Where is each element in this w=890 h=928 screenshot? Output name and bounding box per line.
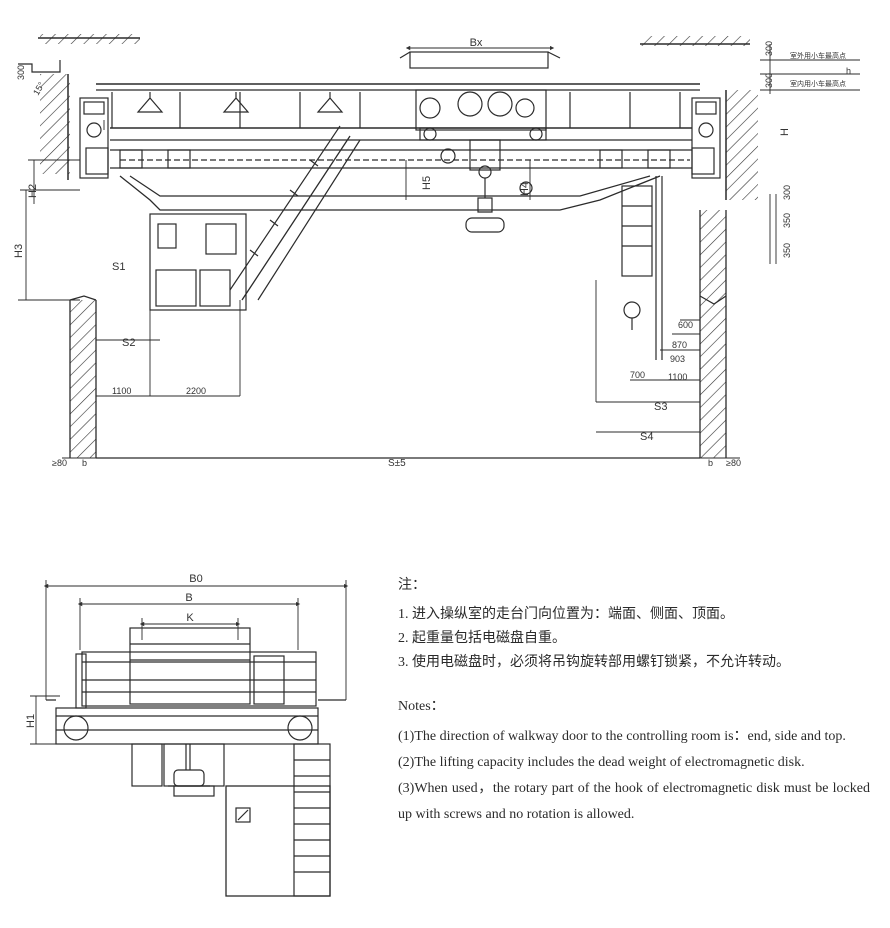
- ladder: [621, 176, 663, 360]
- dim-k: K: [186, 612, 194, 624]
- dim-h4: H4: [519, 182, 531, 196]
- dim-b-right: b: [708, 458, 713, 468]
- front-elevation: Bx H2 H3 H5 H4 H S1 S2 S3 S4 1100 2200 6…: [13, 34, 860, 469]
- dim-s1: S1: [112, 261, 125, 273]
- dim-300-top-left: 300: [16, 65, 26, 80]
- building-walls: [18, 34, 758, 458]
- dim-1100-right: 1100: [668, 372, 687, 382]
- dim-300-top-b: 300: [764, 73, 774, 88]
- dim-h: H: [779, 128, 791, 136]
- dim-s4: S4: [640, 431, 653, 443]
- main-girder: [96, 83, 700, 211]
- dim-350-a: 350: [782, 213, 792, 228]
- dimension-labels: Bx H2 H3 H5 H4 H S1 S2 S3 S4 1100 2200 6…: [13, 37, 851, 469]
- ceiling-lamps: [136, 92, 344, 113]
- dim-300-top-a: 300: [764, 41, 774, 56]
- note-zh-2: 2. 起重量包括电磁盘自重。: [398, 631, 566, 646]
- end-carriages: [79, 97, 721, 179]
- note-en-3: (3)When used，the rotary part of the hook…: [398, 781, 870, 822]
- dim-ge80-right: ≥80: [726, 458, 741, 468]
- dim-s3: S3: [654, 401, 667, 413]
- dim-b-left: b: [82, 458, 87, 468]
- side-structure: [46, 627, 346, 897]
- side-dimension-labels: B0 B K H1: [25, 573, 203, 728]
- notes-title-zh: 注：: [398, 578, 426, 593]
- dim-h5: H5: [421, 176, 433, 190]
- notes-title-en: Notes：: [398, 699, 445, 714]
- operator-cab: [149, 125, 361, 311]
- note-en-1: (1)The direction of walkway door to the …: [398, 729, 846, 744]
- note-en-2: (2)The lifting capacity includes the dea…: [398, 755, 805, 770]
- dim-b: B: [185, 592, 192, 604]
- dim-870: 870: [672, 340, 687, 350]
- dim-h1: H1: [25, 714, 37, 728]
- dim-300-right: 300: [782, 185, 792, 200]
- note-zh-3: 3. 使用电磁盘时，必须将吊钩旋转部用螺钉锁紧，不允许转动。: [398, 655, 790, 670]
- dim-903: 903: [670, 354, 685, 364]
- dim-2200: 2200: [186, 386, 206, 396]
- trolley: [399, 51, 561, 233]
- dim-600: 600: [678, 320, 693, 330]
- dim-350-b: 350: [782, 243, 792, 258]
- label-indoor-clearance: 室内用小车最高点: [790, 79, 846, 88]
- notes-panel: 注： 1. 进入操纵室的走台门向位置为：端面、侧面、顶面。 2. 起重量包括电磁…: [398, 576, 870, 828]
- label-outdoor-clearance: 室外用小车最高点: [790, 51, 846, 60]
- dim-b0: B0: [189, 573, 202, 585]
- note-zh-1: 1. 进入操纵室的走台门向位置为：端面、侧面、顶面。: [398, 607, 734, 622]
- dim-ge80-left: ≥80: [52, 458, 67, 468]
- dim-h3: H3: [13, 244, 25, 258]
- dim-small-h: h: [846, 66, 851, 76]
- side-dimension-lines: [30, 580, 349, 745]
- dim-700: 700: [630, 370, 645, 380]
- dim-span: S±5: [388, 458, 406, 469]
- dim-bx: Bx: [470, 37, 483, 49]
- dim-1100-left: 1100: [112, 386, 131, 396]
- dim-h2: H2: [27, 184, 39, 198]
- side-elevation: B0 B K H1: [25, 573, 349, 897]
- dim-s2: S2: [122, 337, 135, 349]
- dimension-lines: [18, 44, 860, 459]
